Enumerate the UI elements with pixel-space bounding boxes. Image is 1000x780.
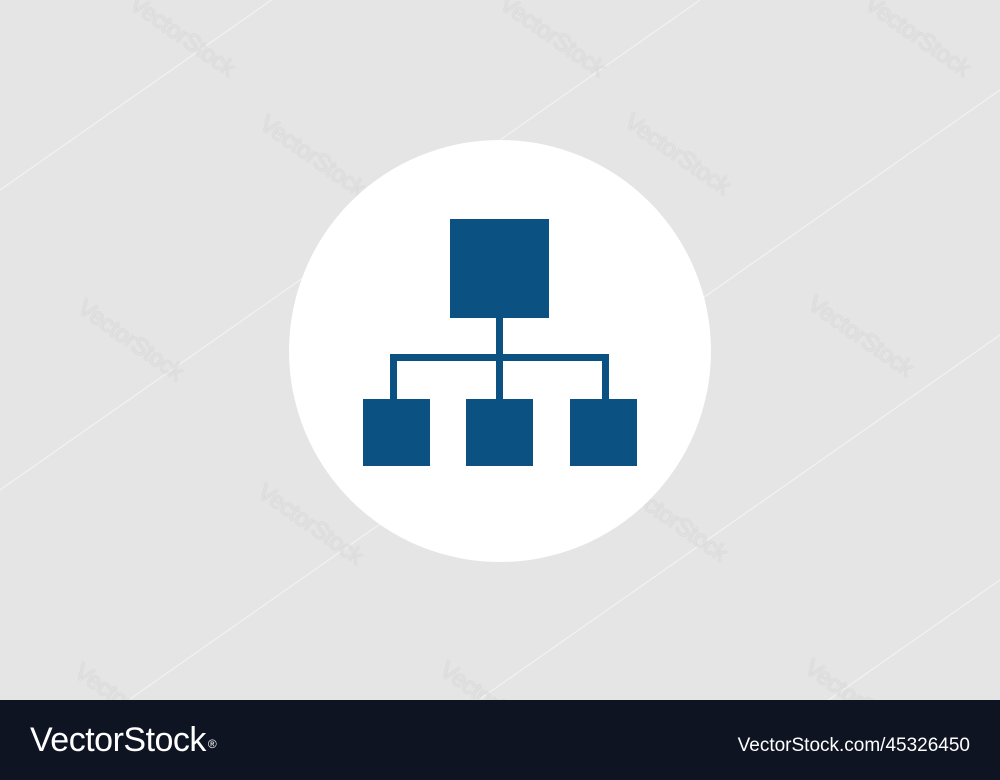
footer-bar: VectorStock® VectorStock.com/45326450: [0, 700, 1000, 780]
registered-mark: ®: [207, 737, 217, 751]
image-id-text: VectorStock.com/45326450: [737, 735, 970, 756]
brand-name: VectorStock: [30, 721, 206, 759]
hierarchy-icon: [363, 219, 637, 466]
vectorstock-logo: VectorStock®: [30, 720, 217, 760]
image-canvas: VectorStock VectorStock VectorStock Vect…: [0, 0, 1000, 700]
icon-badge: [289, 140, 711, 562]
